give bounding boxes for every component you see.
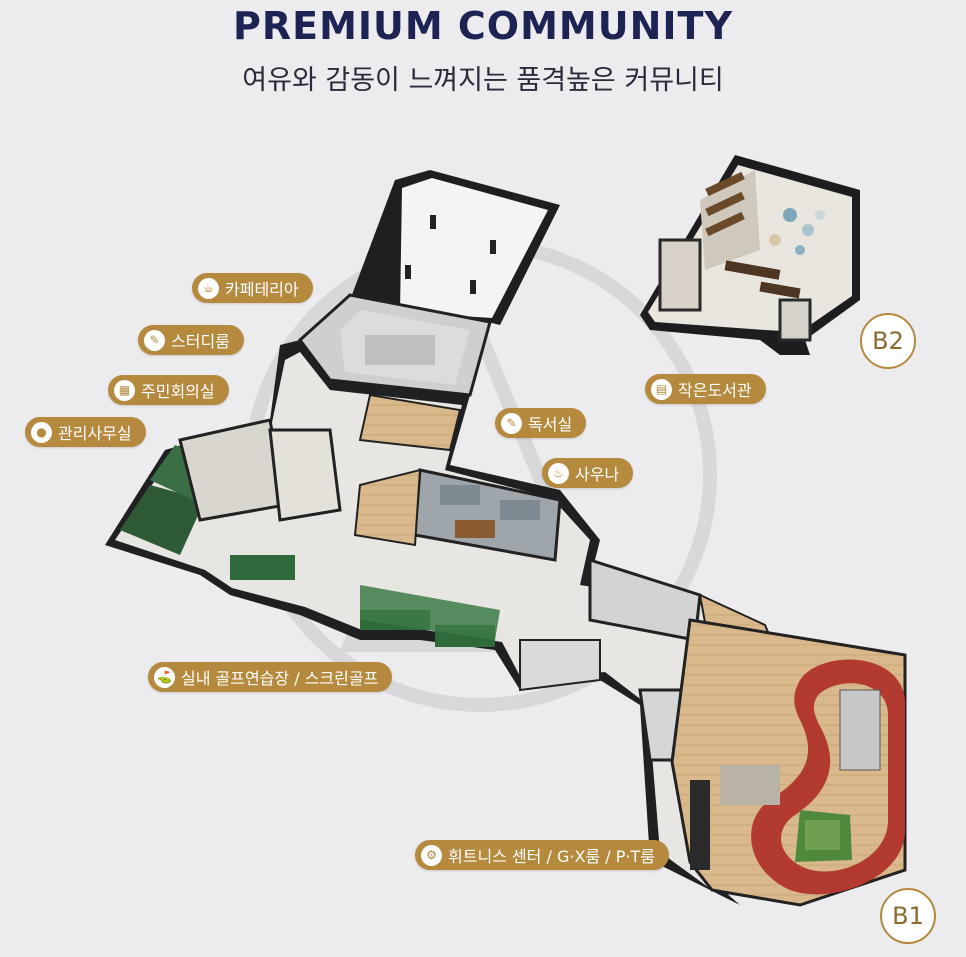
label-cafeteria: ☕ 카페테리아 [192,273,313,303]
label-text: 사우나 [575,465,620,484]
label-library: ▤ 작은도서관 [645,374,766,404]
floor-badge-b2: B2 [860,313,916,369]
coffee-cup-icon: ☕ [198,277,219,299]
label-text: 실내 골프연습장 / 스크린골프 [181,669,379,688]
label-meeting-room: ▦ 주민회의실 [108,375,229,405]
label-text: 카페테리아 [225,280,299,299]
label-reading-room: ✎ 독서실 [495,408,587,438]
label-study-room: ✎ 스터디룸 [138,325,244,355]
person-icon: ● [31,421,52,443]
label-fitness: ⚙ 휘트니스 센터 / G·X룸 / P·T룸 [415,840,669,870]
label-text: 독서실 [528,415,573,434]
cyclist-icon: ⚙ [421,844,442,866]
b1-floor-plan [105,170,907,907]
pencil-icon: ✎ [501,412,522,434]
label-sauna: ♨ 사우나 [542,458,634,488]
label-text: 주민회의실 [141,382,215,401]
label-golf: ⛳ 실내 골프연습장 / 스크린골프 [148,662,393,692]
page-title: PREMIUM COMMUNITY [233,4,733,48]
label-text: 휘트니스 센터 / G·X룸 / P·T룸 [448,847,655,866]
book-icon: ▤ [651,378,672,400]
meeting-table-icon: ▦ [114,379,135,401]
label-office: ● 관리사무실 [25,417,146,447]
pencil-icon: ✎ [144,329,165,351]
label-text: 관리사무실 [58,424,132,443]
steam-icon: ♨ [548,462,569,484]
page-subtitle: 여유와 감동이 느껴지는 품격높은 커뮤니티 [242,65,724,96]
b2-library-block [640,155,860,355]
label-text: 스터디룸 [171,332,230,351]
label-text: 작은도서관 [678,381,752,400]
golfer-icon: ⛳ [154,666,175,688]
floor-badge-b1: B1 [880,888,936,944]
